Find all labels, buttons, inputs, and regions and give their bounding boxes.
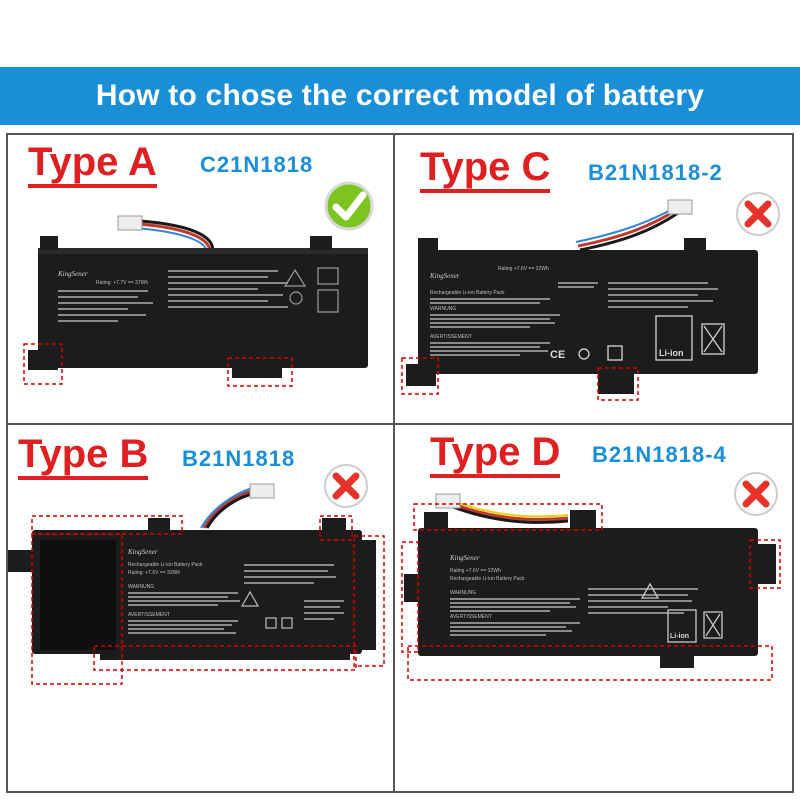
- model-code: C21N1818: [200, 152, 314, 177]
- type-label: Type C: [420, 145, 551, 193]
- cross-icon: [732, 470, 780, 523]
- type-label: Type A: [28, 140, 157, 188]
- svg-text:Rechargeable Li-ion Battery Pa: Rechargeable Li-ion Battery Pack: [128, 562, 203, 568]
- type-label-text: Type B: [18, 432, 149, 480]
- svg-text:AVERTISSEMENT: AVERTISSEMENT: [430, 334, 472, 340]
- svg-text:WARNUNG: WARNUNG: [450, 590, 476, 596]
- cross-icon: [734, 190, 782, 243]
- brand-text: KingSener: [57, 270, 88, 278]
- battery-image: KingSener Rating: +7.7V == 37Wh: [23, 215, 368, 387]
- model-code: B21N1818: [182, 446, 296, 471]
- model-code: B21N1818-4: [592, 442, 727, 467]
- svg-text:KingSener: KingSener: [127, 548, 158, 556]
- svg-text:AVERTISSEMENT: AVERTISSEMENT: [450, 614, 492, 620]
- type-label: Type D: [430, 430, 561, 478]
- battery-image: KingSener Rating +7.6V == 32Wh Rechargea…: [401, 199, 758, 401]
- cross-icon: [322, 462, 370, 515]
- svg-text:Rechargeable Li-ion Battery Pa: Rechargeable Li-ion Battery Pack: [430, 290, 505, 296]
- svg-text:Rating +7.6V == 32Wh: Rating +7.6V == 32Wh: [498, 266, 549, 272]
- svg-text:Li-ion: Li-ion: [670, 633, 689, 640]
- svg-text:Rating: +7.6V == 32Wh: Rating: +7.6V == 32Wh: [128, 570, 180, 576]
- svg-text:WARNUNG: WARNUNG: [430, 306, 456, 312]
- type-label-text: Type D: [430, 430, 561, 478]
- svg-text:AVERTISSEMENT: AVERTISSEMENT: [128, 612, 170, 618]
- svg-text:Li-ion: Li-ion: [659, 348, 684, 358]
- grid-divider-vertical: [393, 133, 395, 793]
- type-label-text: Type C: [420, 145, 551, 193]
- battery-image: KingSener Rating +7.6V == 32Wh Rechargea…: [401, 493, 781, 681]
- title-banner: How to chose the correct model of batter…: [0, 67, 800, 125]
- svg-text:WARNUNG: WARNUNG: [128, 584, 154, 590]
- battery-image: KingSener Rechargeable Li-ion Battery Pa…: [8, 483, 385, 685]
- svg-text:CE: CE: [550, 349, 565, 361]
- svg-text:Rechargeable Li-ion Battery Pa: Rechargeable Li-ion Battery Pack: [450, 576, 525, 582]
- grid-divider-horizontal: [6, 423, 794, 425]
- type-label: Type B: [18, 432, 149, 480]
- model-code: B21N1818-2: [588, 160, 723, 185]
- check-icon: [320, 180, 378, 237]
- svg-text:KingSener: KingSener: [449, 554, 480, 562]
- svg-text:Rating: +7.7V == 37Wh: Rating: +7.7V == 37Wh: [96, 280, 148, 286]
- svg-text:KingSener: KingSener: [429, 272, 460, 280]
- svg-text:Rating +7.6V == 32Wh: Rating +7.6V == 32Wh: [450, 568, 501, 574]
- page-title: How to chose the correct model of batter…: [95, 79, 705, 112]
- type-label-text: Type A: [28, 140, 157, 188]
- grid-frame: [6, 133, 794, 793]
